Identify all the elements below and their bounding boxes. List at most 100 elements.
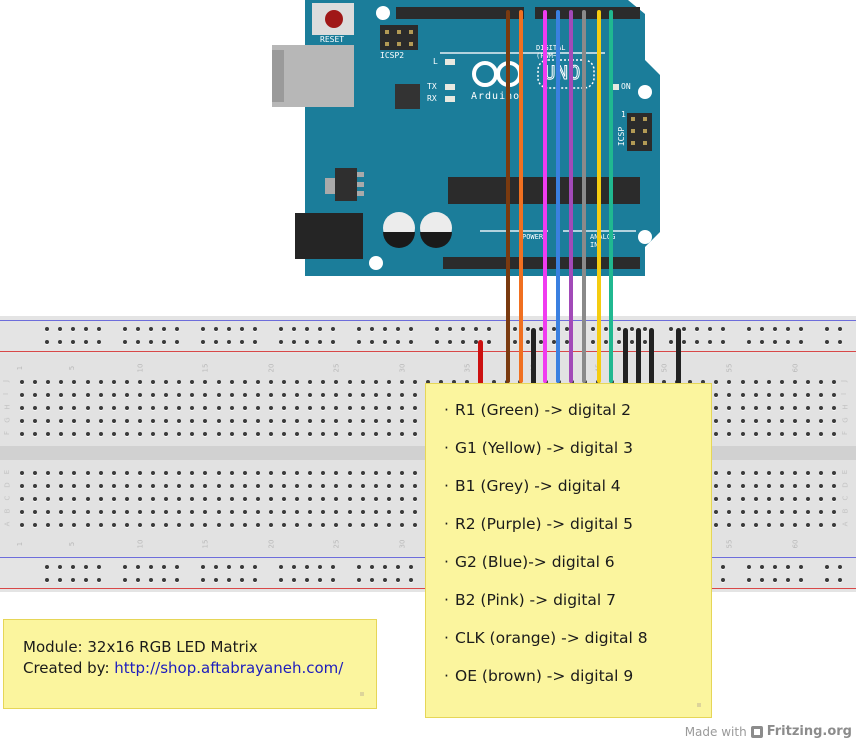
- power-rail-hole[interactable]: [240, 578, 245, 582]
- breadboard-hole[interactable]: [399, 484, 404, 488]
- power-rail-hole[interactable]: [175, 578, 180, 582]
- breadboard-hole[interactable]: [177, 432, 182, 436]
- breadboard-hole[interactable]: [203, 393, 208, 397]
- power-rail-hole[interactable]: [175, 565, 180, 569]
- ground-jumper-wire[interactable]: [649, 328, 654, 383]
- power-rail-hole[interactable]: [162, 327, 167, 331]
- breadboard-hole[interactable]: [85, 380, 90, 384]
- breadboard-hole[interactable]: [151, 510, 155, 514]
- breadboard-hole[interactable]: [832, 523, 837, 527]
- power-rail-hole[interactable]: [786, 565, 791, 569]
- breadboard-hole[interactable]: [819, 510, 824, 514]
- breadboard-hole[interactable]: [308, 510, 313, 514]
- power-rail-hole[interactable]: [357, 327, 361, 331]
- breadboard-hole[interactable]: [98, 484, 103, 488]
- breadboard-hole[interactable]: [321, 406, 326, 410]
- breadboard-hole[interactable]: [20, 497, 24, 501]
- breadboard-hole[interactable]: [229, 419, 234, 423]
- breadboard-hole[interactable]: [413, 484, 417, 488]
- breadboard-hole[interactable]: [373, 393, 378, 397]
- breadboard-hole[interactable]: [373, 471, 378, 475]
- breadboard-hole[interactable]: [151, 471, 155, 475]
- breadboard-hole[interactable]: [111, 523, 116, 527]
- breadboard-hole[interactable]: [124, 523, 129, 527]
- breadboard-hole[interactable]: [59, 419, 64, 423]
- breadboard-hole[interactable]: [164, 484, 169, 488]
- breadboard-hole[interactable]: [164, 510, 169, 514]
- breadboard-hole[interactable]: [321, 393, 326, 397]
- breadboard-hole[interactable]: [85, 471, 90, 475]
- breadboard-hole[interactable]: [46, 419, 51, 423]
- power-rail-hole[interactable]: [383, 327, 388, 331]
- power-rail-hole[interactable]: [45, 340, 49, 344]
- breadboard-hole[interactable]: [282, 406, 286, 410]
- power-rail-hole[interactable]: [331, 578, 336, 582]
- breadboard-hole[interactable]: [806, 432, 810, 436]
- breadboard-hole[interactable]: [334, 393, 339, 397]
- breadboard-hole[interactable]: [216, 523, 221, 527]
- breadboard-hole[interactable]: [46, 380, 51, 384]
- breadboard-hole[interactable]: [688, 380, 693, 384]
- power-rail-hole[interactable]: [123, 340, 127, 344]
- breadboard-hole[interactable]: [347, 484, 352, 488]
- breadboard-hole[interactable]: [20, 406, 24, 410]
- breadboard-hole[interactable]: [268, 523, 273, 527]
- breadboard-hole[interactable]: [124, 432, 129, 436]
- power-rail-hole[interactable]: [565, 340, 570, 344]
- power-rail-hole[interactable]: [240, 340, 245, 344]
- power-rail-hole[interactable]: [838, 578, 843, 582]
- breadboard-hole[interactable]: [98, 393, 103, 397]
- breadboard-hole[interactable]: [491, 380, 496, 384]
- power-rail-hole[interactable]: [552, 340, 557, 344]
- breadboard-hole[interactable]: [98, 510, 103, 514]
- breadboard-hole[interactable]: [347, 497, 352, 501]
- breadboard-hole[interactable]: [740, 497, 745, 501]
- breadboard-hole[interactable]: [242, 471, 247, 475]
- power-rail-hole[interactable]: [292, 565, 297, 569]
- breadboard-hole[interactable]: [151, 523, 155, 527]
- breadboard-hole[interactable]: [85, 484, 90, 488]
- breadboard-hole[interactable]: [308, 471, 313, 475]
- note-resize-grip[interactable]: [697, 703, 701, 707]
- power-rail-hole[interactable]: [305, 578, 310, 582]
- power-rail-hole[interactable]: [799, 340, 804, 344]
- wire-b2[interactable]: [543, 10, 547, 383]
- breadboard-hole[interactable]: [33, 380, 38, 384]
- breadboard-hole[interactable]: [98, 497, 103, 501]
- breadboard-hole[interactable]: [229, 497, 234, 501]
- power-rail-hole[interactable]: [643, 327, 648, 331]
- breadboard-hole[interactable]: [242, 510, 247, 514]
- breadboard-hole[interactable]: [295, 393, 300, 397]
- power-rail-hole[interactable]: [136, 340, 141, 344]
- breadboard-hole[interactable]: [360, 484, 365, 488]
- breadboard-hole[interactable]: [347, 419, 352, 423]
- breadboard-hole[interactable]: [229, 510, 234, 514]
- breadboard-hole[interactable]: [727, 393, 732, 397]
- power-rail-hole[interactable]: [357, 340, 361, 344]
- breadboard-hole[interactable]: [255, 471, 260, 475]
- breadboard-hole[interactable]: [20, 484, 24, 488]
- power-rail-hole[interactable]: [799, 565, 804, 569]
- power-rail-hole[interactable]: [149, 578, 154, 582]
- breadboard-hole[interactable]: [85, 497, 90, 501]
- breadboard-hole[interactable]: [819, 406, 824, 410]
- breadboard-hole[interactable]: [282, 380, 286, 384]
- breadboard-hole[interactable]: [832, 393, 837, 397]
- breadboard-hole[interactable]: [85, 510, 90, 514]
- breadboard-hole[interactable]: [282, 471, 286, 475]
- breadboard-hole[interactable]: [229, 523, 234, 527]
- breadboard-hole[interactable]: [229, 471, 234, 475]
- power-rail-hole[interactable]: [799, 578, 804, 582]
- breadboard-hole[interactable]: [229, 406, 234, 410]
- breadboard-hole[interactable]: [714, 484, 719, 488]
- breadboard-hole[interactable]: [714, 523, 719, 527]
- breadboard-hole[interactable]: [124, 510, 129, 514]
- power-rail-hole[interactable]: [617, 340, 622, 344]
- wire-clk[interactable]: [519, 10, 523, 383]
- wire-r2[interactable]: [569, 10, 573, 383]
- breadboard-hole[interactable]: [190, 510, 195, 514]
- power-rail-hole[interactable]: [669, 340, 673, 344]
- breadboard-hole[interactable]: [268, 432, 273, 436]
- power-rail-hole[interactable]: [71, 565, 76, 569]
- breadboard-hole[interactable]: [766, 523, 771, 527]
